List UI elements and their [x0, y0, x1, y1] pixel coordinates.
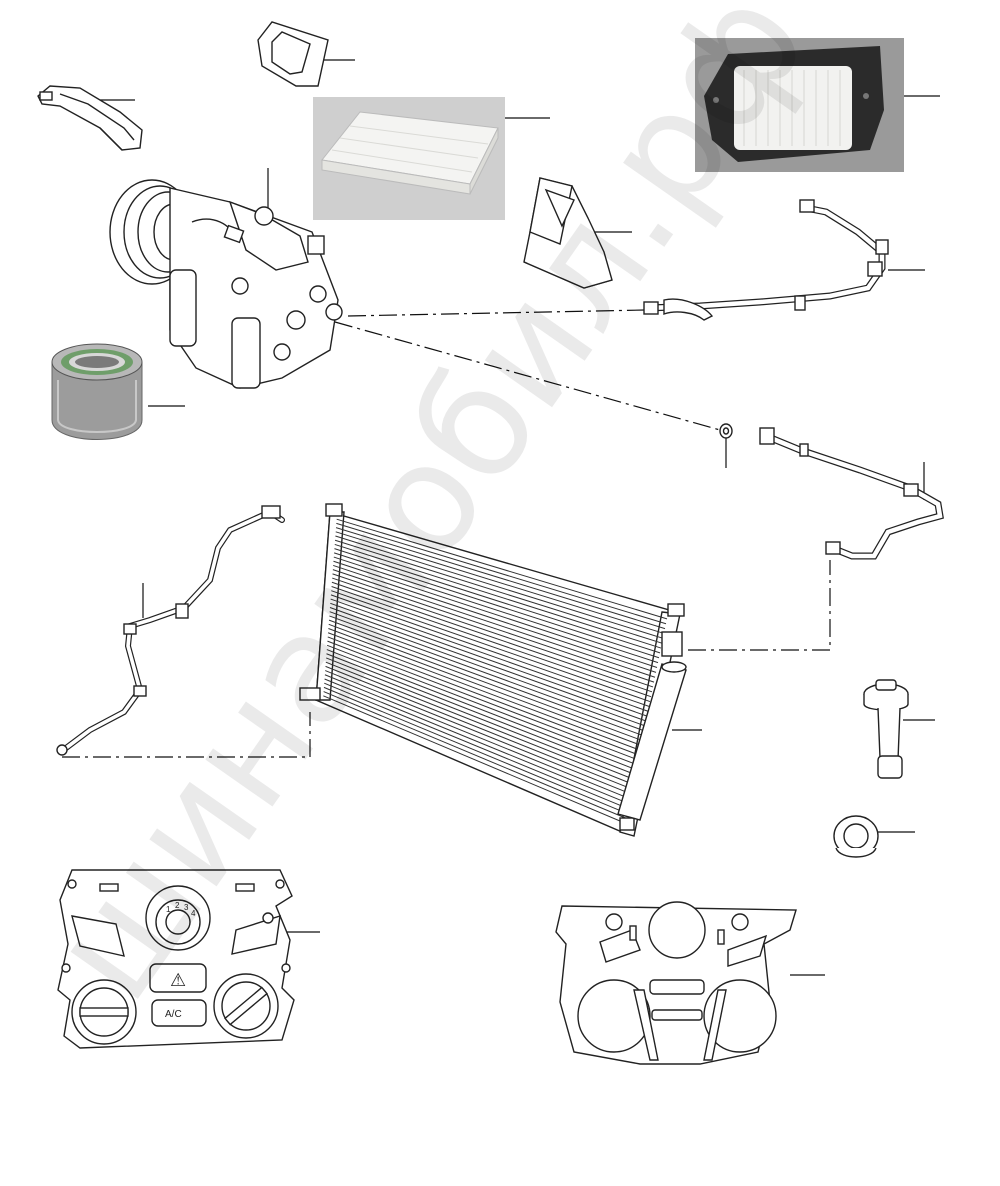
liquid-line-connection-line — [62, 712, 311, 758]
condenser-fin — [336, 522, 667, 625]
condenser-fin — [333, 556, 659, 664]
receiver-dryer — [617, 661, 687, 821]
condenser-fins — [323, 518, 668, 824]
condenser-fin — [325, 670, 632, 795]
condenser-outlet-connection-line — [688, 560, 831, 651]
condenser-fin — [333, 560, 658, 668]
mounting-bracket-clip — [37, 85, 143, 151]
discharge-hose-high-pressure — [759, 427, 944, 560]
condenser-fin — [323, 695, 626, 824]
condenser-fin — [330, 602, 648, 717]
condenser-fin — [334, 543, 662, 649]
suction-hose-low-pressure — [643, 199, 889, 321]
fan-speed-mark-2: 2 — [175, 901, 180, 910]
condenser-fin — [330, 594, 650, 707]
condenser-fin — [330, 598, 649, 712]
hvac-control-panel-front: 1 2 3 4 ⚠ A/C — [57, 869, 295, 1049]
condenser-fin — [328, 623, 643, 741]
grommet — [833, 815, 879, 858]
condenser-fin — [334, 539, 663, 644]
hvac-control-panel-bezel-rear — [555, 901, 797, 1065]
condenser-fin — [335, 535, 664, 639]
liquid-line-pipe — [56, 505, 285, 756]
filter-housing-gasket — [257, 21, 329, 87]
condenser-fin — [332, 569, 656, 678]
fan-speed-mark-4: 4 — [191, 909, 196, 918]
condenser-fin — [326, 644, 638, 766]
suction-hose-connection-line — [347, 309, 646, 317]
condenser-fin — [324, 682, 629, 810]
compressor-clutch-bearing — [51, 343, 143, 440]
condenser-fin — [328, 619, 644, 737]
condenser-fin — [323, 691, 627, 819]
air-duct-adapter — [523, 177, 613, 289]
cabin-filter-in-housing-photo — [695, 38, 904, 172]
condenser-fin — [332, 573, 655, 683]
condenser-fin — [334, 548, 661, 654]
condenser-fin — [326, 649, 637, 771]
condenser-fin — [327, 632, 641, 751]
cabin-air-filter — [313, 97, 505, 220]
condenser-fin — [325, 665, 633, 790]
condenser-fin — [329, 607, 647, 722]
condenser-fin — [325, 657, 635, 780]
condenser-fin — [332, 577, 654, 688]
o-ring-seal — [719, 423, 733, 439]
condenser-fin — [333, 564, 657, 673]
condenser-fin — [335, 527, 666, 630]
ac-button-label: A/C — [165, 1009, 182, 1020]
condenser-fin — [329, 615, 645, 732]
hazard-icon: ⚠ — [170, 970, 186, 991]
condenser — [299, 503, 685, 837]
condenser-fin — [329, 611, 646, 727]
condenser-fin — [335, 531, 665, 634]
condenser-fin — [325, 661, 634, 785]
discharge-hose-connection-line — [334, 321, 721, 431]
condenser-fin — [324, 674, 631, 800]
condenser-fin — [324, 678, 630, 805]
fan-speed-mark-1: 1 — [166, 905, 171, 914]
condenser-fin — [327, 640, 639, 761]
ac-compressor — [109, 179, 343, 389]
condenser-fin — [327, 636, 640, 756]
condenser-fin — [326, 653, 636, 775]
connection-lines — [62, 309, 831, 758]
condenser-fin — [331, 581, 653, 693]
condenser-fin — [331, 586, 652, 698]
pressure-switch — [863, 679, 909, 779]
condenser-fin — [323, 686, 628, 814]
condenser-fin — [328, 628, 642, 746]
fan-speed-mark-3: 3 — [184, 903, 189, 912]
condenser-fin — [333, 552, 660, 659]
condenser-fin — [331, 590, 651, 703]
condenser-fin — [336, 518, 668, 620]
